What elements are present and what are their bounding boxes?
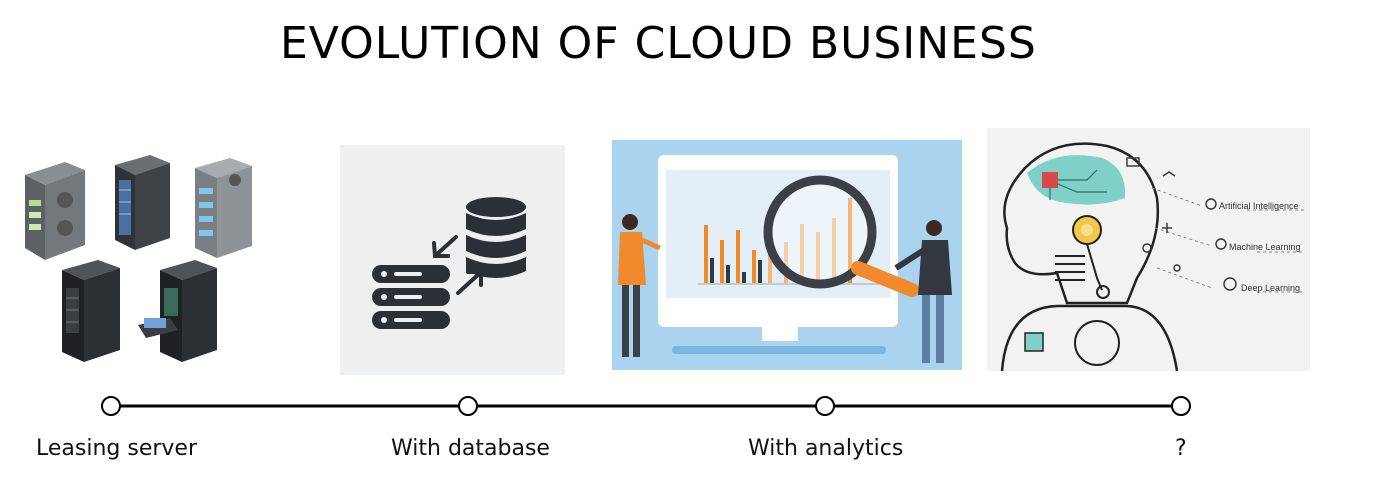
timeline-node-2 xyxy=(458,396,478,416)
ai-label-machine-learning: Machine Learning xyxy=(1229,242,1301,252)
analytics-image xyxy=(612,140,962,370)
stage-label-with-analytics: With analytics xyxy=(748,436,904,461)
stage-label-unknown: ? xyxy=(1175,436,1187,461)
server-racks-image xyxy=(20,140,275,375)
ai-label-artificial-intelligence: Artificial Intelligence xyxy=(1219,201,1299,211)
stage-label-with-database: With database xyxy=(391,436,550,461)
ai-image: Artificial Intelligence Machine Learning… xyxy=(987,128,1310,371)
server-racks-icon xyxy=(25,155,252,362)
database-image xyxy=(340,145,565,375)
ai-head-icon: Artificial Intelligence Machine Learning… xyxy=(1000,142,1305,371)
stage-label-leasing-server: Leasing server xyxy=(36,436,198,461)
analytics-icon xyxy=(618,155,952,363)
database-icon xyxy=(372,197,526,329)
ai-label-deep-learning: Deep Learning xyxy=(1241,283,1300,293)
timeline-node-4 xyxy=(1171,396,1191,416)
page-title: EVOLUTION OF CLOUD BUSINESS xyxy=(280,18,1037,69)
timeline-node-1 xyxy=(101,396,121,416)
timeline-node-3 xyxy=(815,396,835,416)
